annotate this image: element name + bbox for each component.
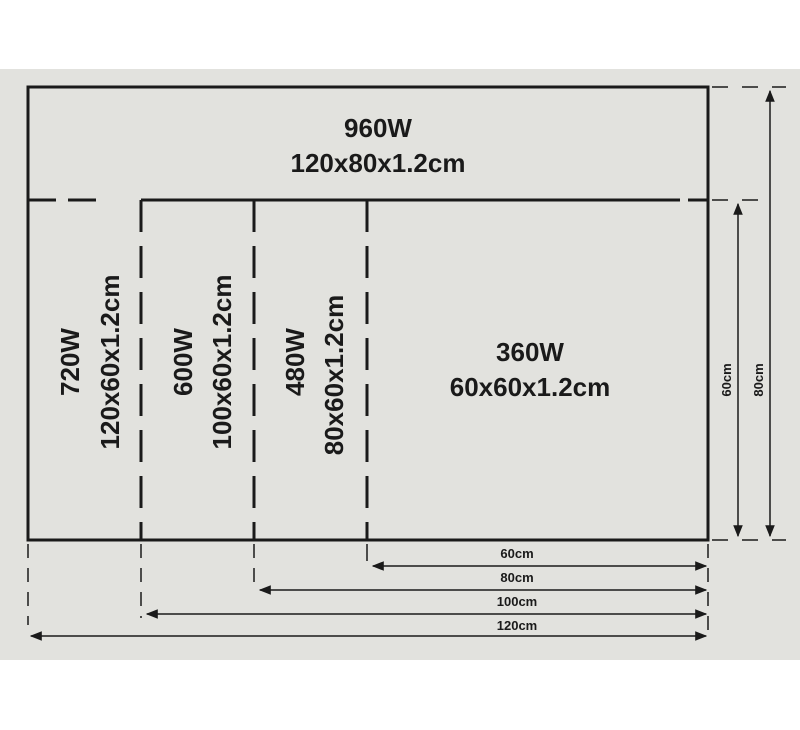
label-480w-power: 480W — [280, 328, 310, 396]
label-600w-power: 600W — [168, 328, 198, 396]
dimension-label-120cm-width: 120cm — [497, 618, 537, 633]
dimension-label-100cm-width: 100cm — [497, 594, 537, 609]
label-480w-size: 80x60x1.2cm — [319, 295, 349, 455]
label-960w-size: 120x80x1.2cm — [291, 148, 466, 178]
label-720w-power: 720W — [55, 328, 85, 396]
dimension-label-80cm-width: 80cm — [500, 570, 533, 585]
label-600w-size: 100x60x1.2cm — [207, 275, 237, 450]
dimension-label-80cm-height: 80cm — [751, 363, 766, 396]
label-360w-size: 60x60x1.2cm — [450, 372, 610, 402]
dimension-label-60cm-height: 60cm — [719, 363, 734, 396]
label-360w-power: 360W — [496, 337, 564, 367]
label-720w-size: 120x60x1.2cm — [95, 275, 125, 450]
dimension-label-60cm-width: 60cm — [500, 546, 533, 561]
label-960w-power: 960W — [344, 113, 412, 143]
